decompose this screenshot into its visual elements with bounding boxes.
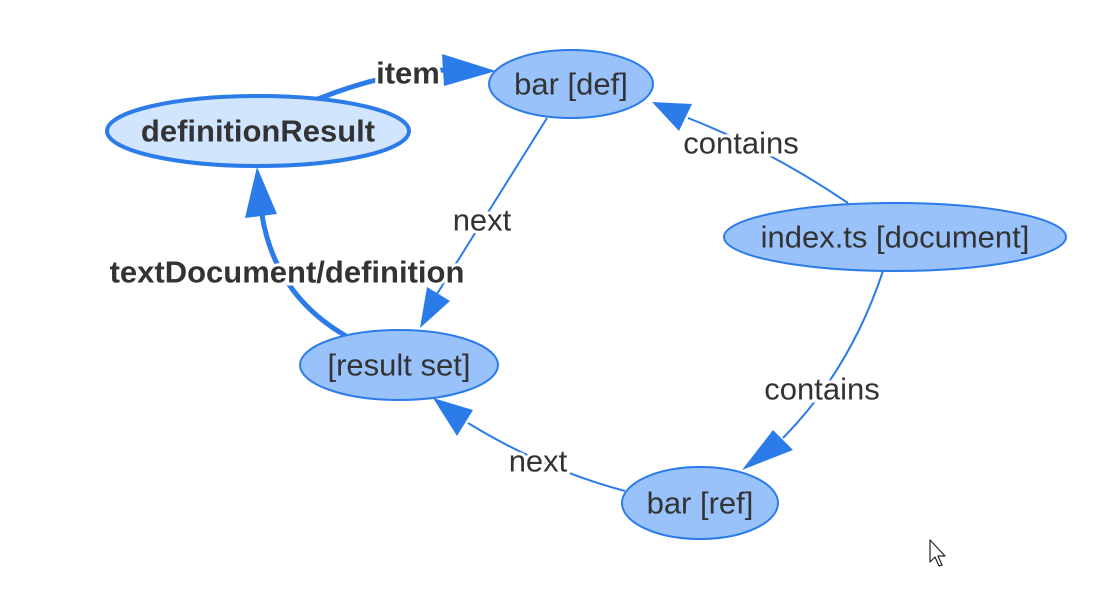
node-definition-result-label: definitionResult bbox=[141, 114, 375, 149]
edge-item[interactable] bbox=[317, 54, 496, 102]
edge-next-ref-label: next bbox=[509, 444, 568, 479]
node-bar-ref[interactable]: bar [ref] bbox=[621, 466, 779, 540]
edge-next-ref[interactable] bbox=[433, 398, 626, 492]
edge-next-def-label: next bbox=[453, 203, 512, 238]
node-index-ts-label: index.ts [document] bbox=[761, 220, 1030, 255]
node-result-set[interactable]: [result set] bbox=[299, 329, 499, 401]
node-bar-ref-label: bar [ref] bbox=[647, 486, 754, 521]
node-result-set-label: [result set] bbox=[328, 348, 471, 383]
edge-text-document-definition-label: textDocument/definition bbox=[110, 255, 465, 290]
edge-contains-ref-label: contains bbox=[764, 372, 879, 407]
node-bar-def-label: bar [def] bbox=[514, 67, 628, 102]
node-index-ts[interactable]: index.ts [document] bbox=[723, 202, 1067, 272]
edge-contains-def[interactable] bbox=[652, 102, 849, 204]
node-definition-result[interactable]: definitionResult bbox=[105, 94, 411, 168]
mouse-pointer-icon bbox=[929, 539, 946, 567]
node-bar-def[interactable]: bar [def] bbox=[488, 49, 654, 119]
edge-contains-def-label: contains bbox=[683, 126, 798, 161]
edge-item-label: item bbox=[376, 56, 440, 91]
edge-text-document-definition[interactable] bbox=[245, 167, 348, 339]
edge-next-def[interactable] bbox=[420, 117, 548, 328]
edge-contains-ref[interactable] bbox=[742, 270, 884, 470]
